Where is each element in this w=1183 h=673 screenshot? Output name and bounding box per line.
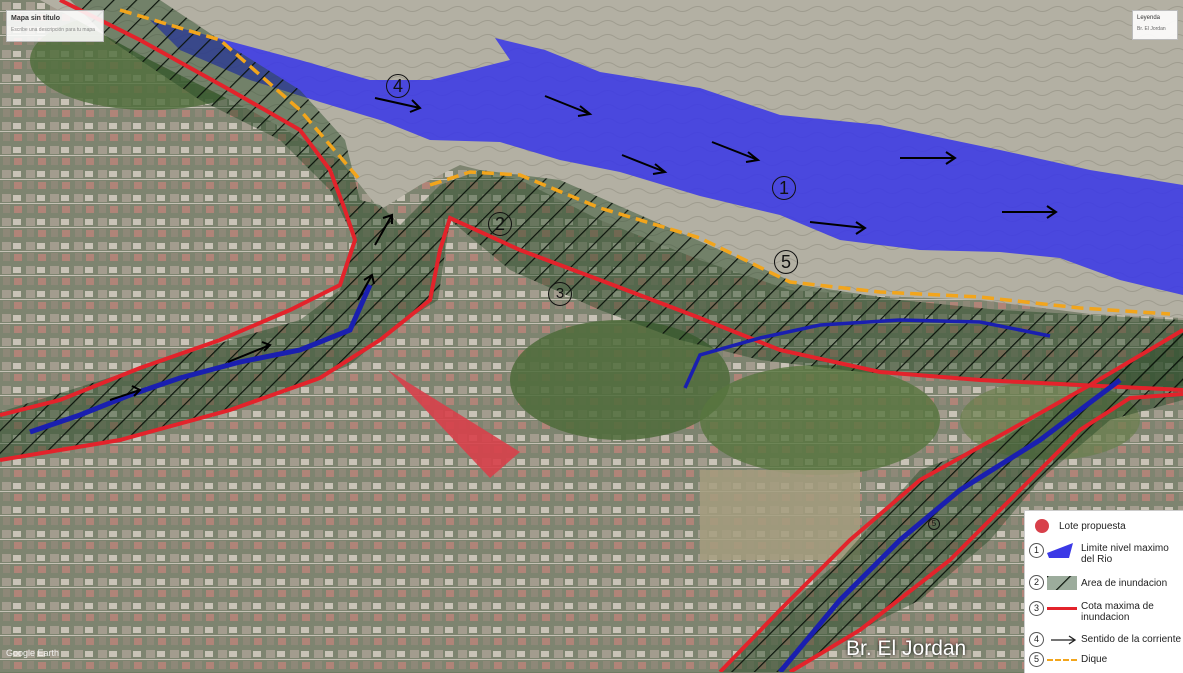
vegetation-patch bbox=[700, 365, 940, 475]
marker-5: 5 bbox=[774, 250, 798, 274]
legend-dique-label: Dique bbox=[1081, 654, 1108, 665]
lot-swatch-icon bbox=[1035, 519, 1049, 533]
hatch-swatch-icon bbox=[1047, 576, 1077, 590]
stream bbox=[683, 318, 1051, 389]
dike-line bbox=[119, 8, 362, 182]
place-label: Br. El Jordan bbox=[846, 637, 967, 660]
flood-area bbox=[0, 0, 1183, 460]
dashed-line-icon bbox=[1047, 659, 1077, 661]
layers-title: Leyenda bbox=[1137, 15, 1161, 21]
watermark: Google Earth bbox=[6, 648, 60, 658]
max-flood-line bbox=[718, 328, 1183, 672]
legend-row-cota: 3 Cota maxima de inundacion bbox=[1025, 599, 1183, 625]
legend-row-dique: 5 Dique bbox=[1025, 651, 1183, 667]
marker-3: 3 bbox=[548, 282, 572, 306]
flood-area bbox=[720, 330, 1183, 672]
legend-num-2: 2 bbox=[1029, 575, 1044, 590]
layers-item: Br. El Jordan bbox=[1137, 26, 1166, 32]
max-flood-line bbox=[788, 392, 1183, 672]
max-flood-line bbox=[0, 0, 358, 417]
legend-num-3: 3 bbox=[1029, 601, 1044, 616]
legend-cota-label: Cota maxima de inundacion bbox=[1081, 601, 1154, 623]
marker-2: 2 bbox=[488, 212, 512, 236]
legend-row-area: 2 Area de inundacion bbox=[1025, 573, 1183, 591]
marker-5-small: 5 bbox=[928, 518, 940, 530]
stream bbox=[778, 378, 1122, 672]
legend: Lote propuesta 1 Limite nivel maximo del… bbox=[1024, 510, 1183, 673]
red-line-icon bbox=[1047, 607, 1077, 610]
map-title: Mapa sin título bbox=[11, 15, 60, 22]
current-arrows bbox=[109, 95, 1058, 401]
marker-1: 1 bbox=[772, 176, 796, 200]
marker-4: 4 bbox=[386, 74, 410, 98]
legend-row-lote: Lote propuesta bbox=[1025, 517, 1183, 533]
river-swatch-icon bbox=[1047, 543, 1073, 558]
arrow-icon bbox=[1051, 635, 1077, 645]
map-title-box[interactable]: Mapa sin título Escribe una descripción … bbox=[6, 10, 104, 42]
map-subtitle: Escribe una descripción para tu mapa bbox=[11, 27, 95, 33]
legend-row-sentido: 4 Sentido de la corriente bbox=[1025, 631, 1183, 647]
legend-sentido-label: Sentido de la corriente bbox=[1081, 634, 1182, 645]
max-flood-line bbox=[0, 215, 1183, 462]
vegetation-patch bbox=[510, 320, 730, 440]
legend-lote-label: Lote propuesta bbox=[1059, 521, 1126, 532]
legend-num-5: 5 bbox=[1029, 652, 1044, 667]
open-lot bbox=[700, 470, 860, 560]
dike-line bbox=[429, 170, 1171, 316]
legend-area-label: Area de inundacion bbox=[1081, 578, 1168, 589]
legend-rio-label: Limite nivel maximo del Rio bbox=[1081, 543, 1169, 565]
proposed-lot[interactable] bbox=[388, 370, 520, 478]
legend-num-4: 4 bbox=[1029, 632, 1044, 647]
legend-num-1: 1 bbox=[1029, 543, 1044, 558]
stream bbox=[29, 283, 373, 435]
legend-row-rio: 1 Limite nivel maximo del Rio bbox=[1025, 539, 1183, 567]
layers-panel[interactable]: Leyenda Br. El Jordan bbox=[1132, 10, 1178, 40]
